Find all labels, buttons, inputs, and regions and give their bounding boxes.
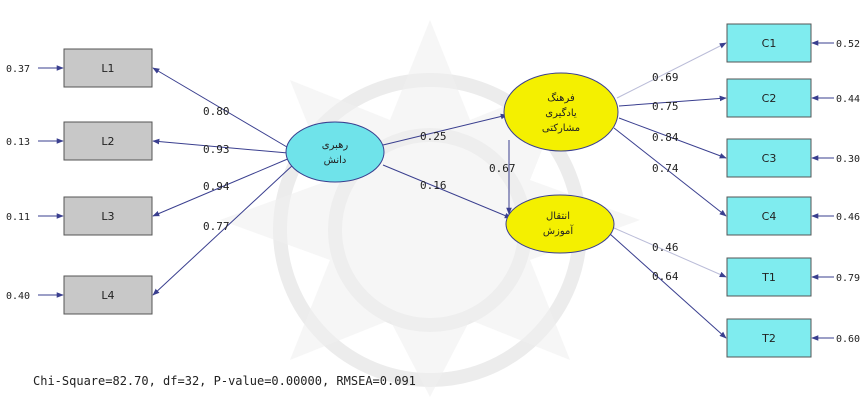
indicator-T2[interactable]: T2 <box>726 318 812 358</box>
latent-culture[interactable]: فرهنگ یادگیری مشارکتی <box>503 72 619 152</box>
indicator-C2[interactable]: C2 <box>726 78 812 118</box>
loading-C4: 0.74 <box>652 162 679 175</box>
indicator-L4[interactable]: L4 <box>63 275 153 315</box>
indicator-C1-label: C1 <box>762 37 777 50</box>
indicator-L1[interactable]: L1 <box>63 48 153 88</box>
error-T2: 0.60 <box>836 334 860 345</box>
loading-arrow-C3 <box>618 117 727 159</box>
loading-T2: 0.64 <box>652 270 679 283</box>
indicator-L3[interactable]: L3 <box>63 196 153 236</box>
loading-arrow-T1 <box>613 227 727 278</box>
error-T1: 0.79 <box>836 273 860 284</box>
indicator-L2-label: L2 <box>101 135 114 148</box>
latent-transfer[interactable]: انتقال آموزش <box>505 194 615 254</box>
error-L4: 0.40 <box>6 291 30 302</box>
indicator-C3[interactable]: C3 <box>726 138 812 178</box>
latent-culture-line1: فرهنگ <box>547 92 575 104</box>
indicator-L4-label: L4 <box>101 289 114 302</box>
path-coef-leadership-transfer: 0.16 <box>420 179 447 192</box>
loading-arrow-L4 <box>152 163 295 296</box>
latent-transfer-line1: انتقال <box>546 211 570 222</box>
loading-arrow-C2 <box>618 95 727 107</box>
latent-transfer-line2: آموزش <box>543 224 575 237</box>
indicator-L2[interactable]: L2 <box>63 121 153 161</box>
indicator-C1[interactable]: C1 <box>726 23 812 63</box>
loading-arrow-L3 <box>152 157 291 217</box>
path-coef-leadership-culture: 0.25 <box>420 130 447 143</box>
path-arrow-leadership-culture <box>382 113 508 146</box>
loading-L2: 0.93 <box>203 143 230 156</box>
loading-arrow-L2 <box>152 138 289 154</box>
error-C4: 0.46 <box>836 212 860 223</box>
error-L1: 0.37 <box>6 64 30 75</box>
indicator-T1[interactable]: T1 <box>726 257 812 297</box>
loading-L3: 0.94 <box>203 180 230 193</box>
loading-arrow-T2 <box>609 233 727 339</box>
indicator-L1-label: L1 <box>101 62 114 75</box>
loading-L1: 0.80 <box>203 105 230 118</box>
error-L3: 0.11 <box>6 212 30 223</box>
loading-arrow-L1 <box>152 67 293 151</box>
path-arrow-leadership-transfer <box>382 164 512 219</box>
error-L2: 0.13 <box>6 137 30 148</box>
indicator-L3-label: L3 <box>101 210 114 223</box>
indicator-C4-label: C4 <box>762 210 777 223</box>
indicator-C4[interactable]: C4 <box>726 196 812 236</box>
latent-leadership-line1: رهبری <box>322 140 349 151</box>
latent-leadership[interactable]: رهبری دانش <box>285 121 385 183</box>
arrows-layer <box>38 40 834 341</box>
loading-arrow-C1 <box>616 42 727 99</box>
path-coef-culture-transfer: 0.67 <box>489 162 516 175</box>
indicator-T2-label: T2 <box>761 332 776 345</box>
error-C3: 0.30 <box>836 154 860 165</box>
latent-culture-line2: یادگیری <box>545 107 577 119</box>
latent-leadership-line2: دانش <box>324 155 347 166</box>
error-C2: 0.44 <box>836 94 860 105</box>
loading-C2: 0.75 <box>652 100 679 113</box>
loading-C1: 0.69 <box>652 71 679 84</box>
indicator-C2-label: C2 <box>762 92 777 105</box>
fit-statistics: Chi-Square=82.70, df=32, P-value=0.00000… <box>33 374 416 388</box>
loading-C3: 0.84 <box>652 131 679 144</box>
latent-culture-line3: مشارکتی <box>542 123 580 134</box>
error-C1: 0.52 <box>836 39 860 50</box>
loading-T1: 0.46 <box>652 241 679 254</box>
indicator-T1-label: T1 <box>761 271 776 284</box>
loading-arrow-C4 <box>613 127 727 217</box>
indicator-C3-label: C3 <box>762 152 777 165</box>
loading-L4: 0.77 <box>203 220 230 233</box>
